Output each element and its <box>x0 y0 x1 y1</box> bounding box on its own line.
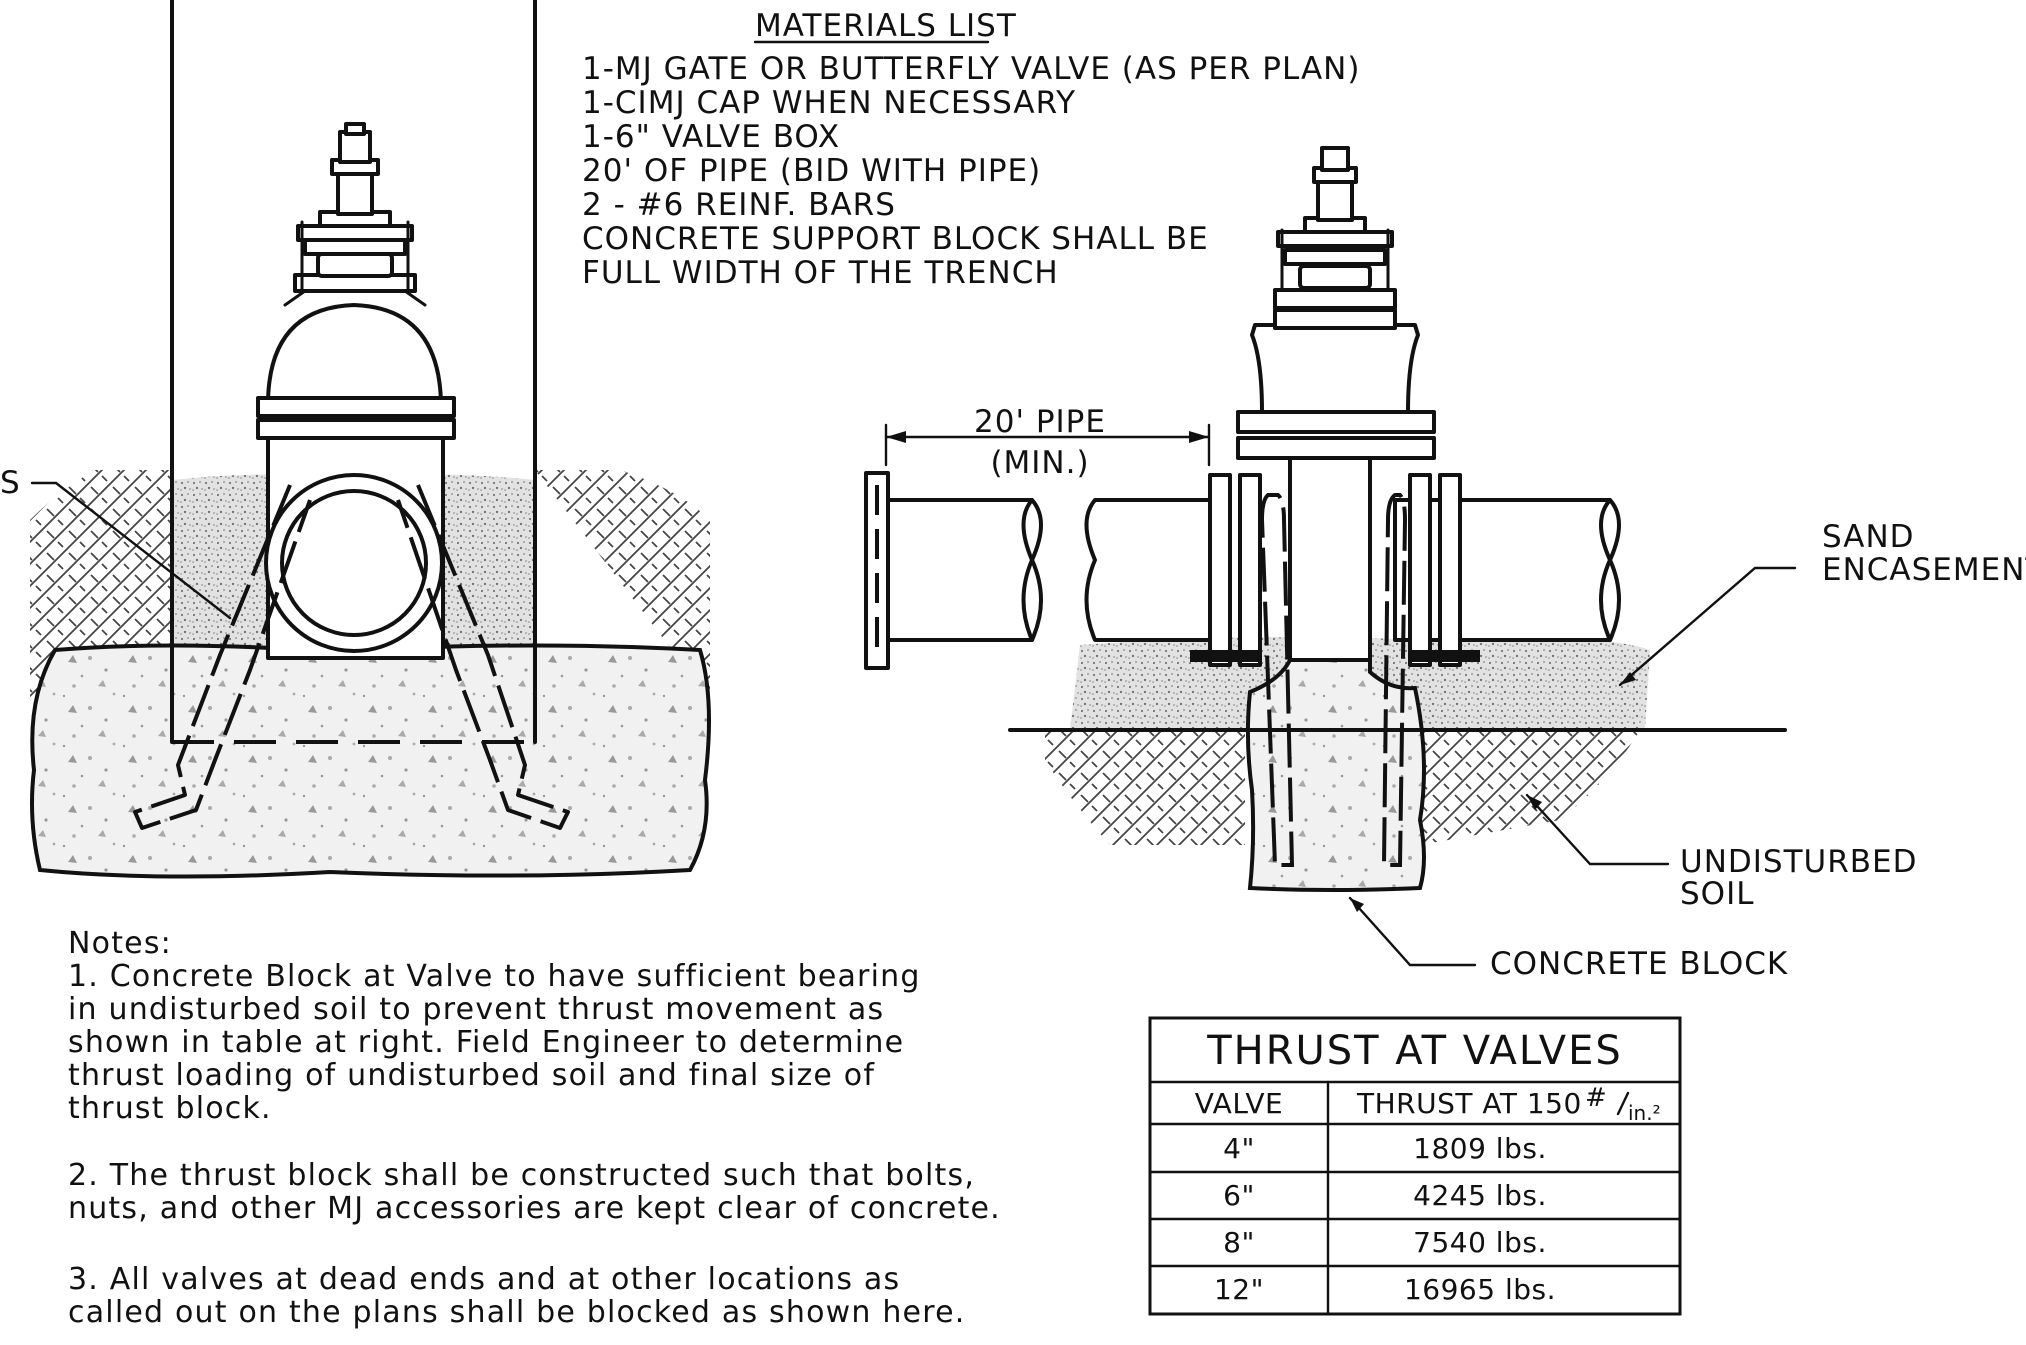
yoke-plate-lower <box>303 238 407 256</box>
thrust-unit-num: # <box>1585 1083 1607 1113</box>
note-line: 1. Concrete Block at Valve to have suffi… <box>68 959 921 994</box>
thrust-cell-value: 4245 lbs. <box>1413 1179 1547 1212</box>
note-line: nuts, and other MJ accessories are kept … <box>68 1191 1001 1226</box>
packing-gland <box>1298 264 1372 290</box>
thrust-table: THRUST AT VALVES VALVE THRUST AT 150 # i… <box>1148 1016 1682 1316</box>
valve-bonnet <box>266 303 443 407</box>
note-line: shown in table at right. Field Engineer … <box>68 1025 904 1060</box>
operating-nut <box>1320 146 1350 172</box>
sand-label-line2: ENCASEMENT <box>1822 552 2026 588</box>
concrete-leader <box>1348 896 1477 967</box>
thrust-cell-valve: 8" <box>1223 1226 1255 1259</box>
mj-flange <box>1208 473 1232 667</box>
materials-item: 20' OF PIPE (BID WITH PIPE) <box>582 153 1041 189</box>
mj-flange <box>1238 473 1262 667</box>
note-line: thrust loading of undisturbed soil and f… <box>68 1058 875 1093</box>
thrust-cell-value: 7540 lbs. <box>1413 1226 1547 1259</box>
valve-bonnet <box>1250 323 1420 414</box>
flange-bolt <box>1190 650 1260 662</box>
left-concrete-block <box>30 643 711 879</box>
yoke-plate-upper <box>296 224 414 242</box>
left-gate-valve <box>256 122 456 660</box>
materials-list: MATERIALS LIST 1-MJ GATE OR BUTTERFLY VA… <box>582 8 1360 291</box>
operating-stem <box>336 168 374 216</box>
materials-item: CONCRETE SUPPORT BLOCK SHALL BE <box>582 221 1209 257</box>
bonnet-cap-flange <box>1273 308 1397 330</box>
note-line: 3. All valves at dead ends and at other … <box>68 1262 900 1297</box>
materials-item: 2 - #6 REINF. BARS <box>582 187 896 223</box>
bonnet-flange-top <box>1236 410 1436 434</box>
sand-leader <box>1618 566 1797 687</box>
thrust-table-title: THRUST AT VALVES <box>1206 1028 1623 1074</box>
pipe-length-dimension: 20' PIPE (MIN.) <box>884 404 1211 481</box>
valve-flange-bottom <box>256 418 456 440</box>
materials-item: FULL WIDTH OF THE TRENCH <box>582 255 1059 291</box>
thrust-cell-valve: 6" <box>1223 1179 1255 1212</box>
thrust-col-thrust: THRUST AT 150 <box>1356 1087 1582 1120</box>
soil-label-line1: UNDISTURBED <box>1680 844 1917 880</box>
right-gate-valve <box>1190 146 1480 867</box>
packing-gland <box>316 252 394 278</box>
notes-heading: Notes: <box>68 926 172 961</box>
pipe-dim-sublabel: (MIN.) <box>990 445 1089 481</box>
thrust-cell-valve: 12" <box>1214 1273 1264 1306</box>
materials-item: 1-6" VALVE BOX <box>582 119 840 155</box>
note-line: 2. The thrust block shall be constructed… <box>68 1158 975 1193</box>
bonnet-flange-bottom <box>1236 436 1436 460</box>
thrust-col-valve: VALVE <box>1195 1087 1283 1120</box>
note-line: in undisturbed soil to prevent thrust mo… <box>68 992 884 1027</box>
valve-flange-top <box>256 396 456 418</box>
pipe-stub <box>886 498 1043 642</box>
soil-label-line2: SOIL <box>1680 876 1755 912</box>
materials-item: 1-MJ GATE OR BUTTERFLY VALVE (AS PER PLA… <box>582 51 1360 87</box>
mj-flange <box>1408 473 1432 667</box>
mj-flange <box>1438 473 1462 667</box>
left-section-view: S <box>0 0 711 879</box>
thrust-cell-value: 1809 lbs. <box>1413 1132 1547 1165</box>
operating-stem <box>1316 178 1354 222</box>
note-line: thrust block. <box>68 1091 272 1126</box>
left-reinf-bars <box>133 484 570 830</box>
operating-nut-top <box>344 122 366 136</box>
flange-bolt <box>1410 650 1480 662</box>
notes-block: Notes: 1. Concrete Block at Valve to hav… <box>68 926 1001 1330</box>
soil-leader <box>1525 793 1670 866</box>
rebar-callout-label: S <box>0 465 21 501</box>
yoke-base <box>1273 288 1397 310</box>
yoke-plate-lower <box>1283 248 1387 266</box>
materials-item: 1-CIMJ CAP WHEN NECESSARY <box>582 85 1076 121</box>
operating-nut <box>338 130 372 164</box>
main-pipe-left <box>1084 498 1212 642</box>
thrust-cell-value: 16965 lbs. <box>1404 1273 1556 1306</box>
rebar-callout-leader <box>30 481 232 620</box>
concrete-label: CONCRETE BLOCK <box>1490 946 1788 982</box>
thrust-unit-den: in.² <box>1628 1101 1661 1125</box>
materials-list-title: MATERIALS LIST <box>755 8 1017 44</box>
right-elevation-view: 20' PIPE (MIN.) SAND ENCASEMENT UNDISTUR… <box>864 146 2026 982</box>
pipe-dim-label: 20' PIPE <box>974 404 1106 440</box>
right-undisturbed-soil <box>1045 730 1640 845</box>
yoke-plate-upper <box>1276 230 1394 248</box>
pipe-inner-arc <box>288 489 420 532</box>
note-line: called out on the plans shall be blocked… <box>68 1295 965 1330</box>
thrust-cell-valve: 4" <box>1223 1132 1255 1165</box>
valve-body-lower <box>1288 448 1372 662</box>
sand-label-line1: SAND <box>1822 519 1915 555</box>
